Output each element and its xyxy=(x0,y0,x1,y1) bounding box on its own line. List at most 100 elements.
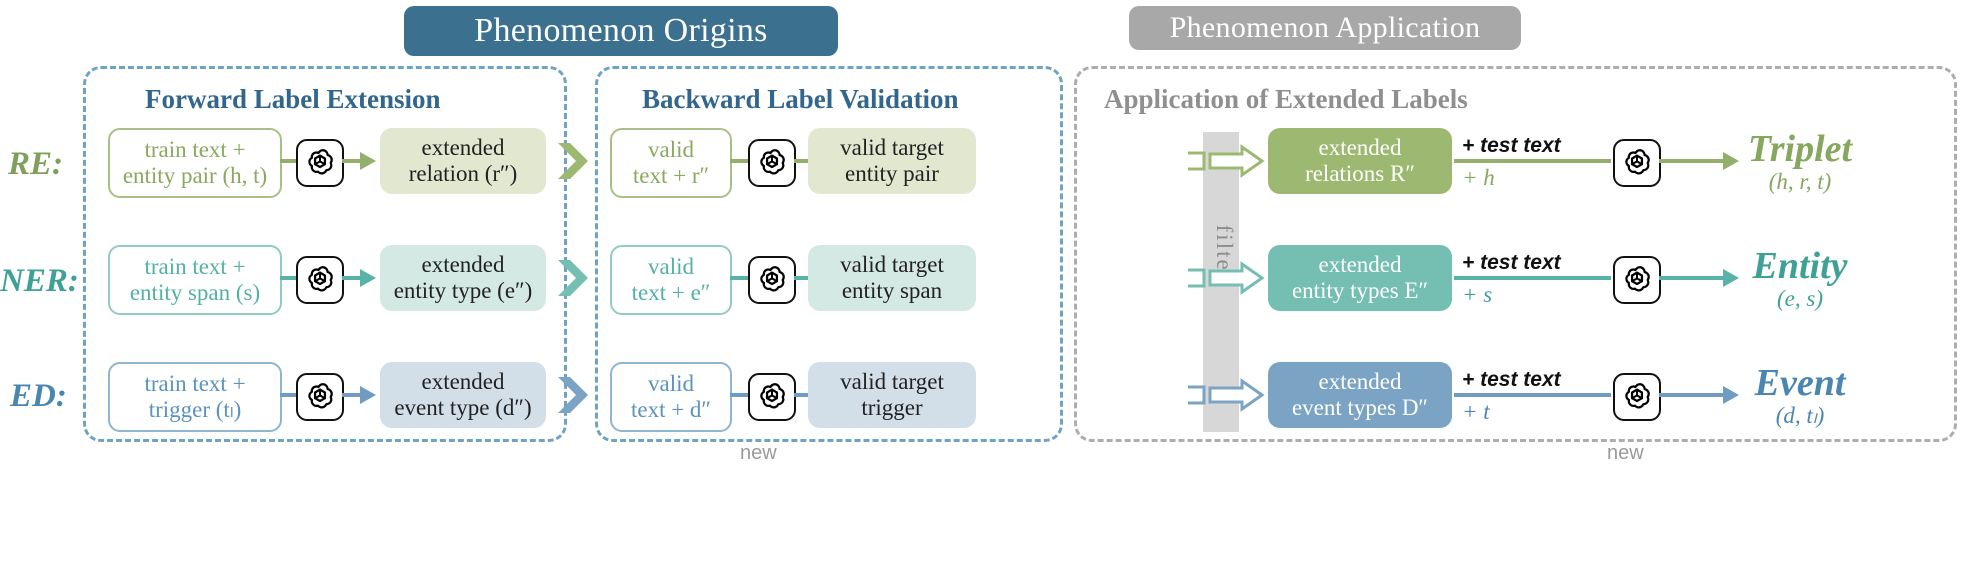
ner-llm-icon-2 xyxy=(748,256,796,304)
ner-connector-1b xyxy=(342,276,362,280)
banner-phenomenon-origins: Phenomenon Origins xyxy=(404,6,838,56)
re-input-box-line2: entity pair (h, t) xyxy=(122,163,268,188)
panel-backward-label-validation xyxy=(595,66,1063,442)
re-arrowhead-1 xyxy=(360,152,376,170)
ed-llm-icon-2 xyxy=(748,373,796,421)
task-label-ner: NER: xyxy=(0,263,79,299)
panel-title-forward: Forward Label Extension xyxy=(145,84,441,114)
ner-valid-box-line1: valid xyxy=(648,254,694,280)
re-valid-box-line2: text + r″ xyxy=(632,163,710,188)
ner-outcome: Entity(e, s) xyxy=(1700,244,1900,312)
re-connector-1b xyxy=(342,159,362,163)
ed-connector-3b xyxy=(1659,393,1725,397)
ner-connector-2b xyxy=(794,276,812,280)
ed-connector-1a xyxy=(280,393,300,397)
re-connector-3a xyxy=(1454,159,1611,163)
ed-valid-box-line1: valid xyxy=(648,371,694,397)
re-extended-box-line1: extended xyxy=(421,135,505,161)
ner-final-box-line1: extended xyxy=(1318,252,1402,278)
re-plus-symbol: + h xyxy=(1462,165,1495,190)
ed-connector-2a xyxy=(730,393,748,397)
re-outcome: Triplet(h, r, t) xyxy=(1700,127,1900,195)
ner-plus-test-text: + test text xyxy=(1462,251,1561,274)
panel-title-backward: Backward Label Validation xyxy=(642,84,959,114)
ed-input-box-line1: train text + xyxy=(144,371,246,397)
ner-target-box-line2: entity span xyxy=(841,278,943,303)
re-connector-2b xyxy=(794,159,812,163)
re-arrowhead-3 xyxy=(1723,152,1739,170)
new-label-backward: new xyxy=(740,442,777,464)
ner-plus-symbol: + s xyxy=(1462,282,1493,307)
ed-phase-chevron xyxy=(556,375,592,415)
ed-llm-icon-3 xyxy=(1613,373,1661,421)
ner-llm-icon-1 xyxy=(296,256,344,304)
ner-extended-box-line1: extended xyxy=(421,252,505,278)
re-input-box-line1: train text + xyxy=(144,137,246,163)
ed-outcome-sub: (d, tₗ) xyxy=(1775,403,1825,428)
ner-arrowhead-1 xyxy=(360,269,376,287)
re-connector-2a xyxy=(730,159,748,163)
ed-final-box-line2: event types D″ xyxy=(1291,395,1429,420)
ed-connector-2b xyxy=(794,393,812,397)
ner-outcome-name: Entity xyxy=(1752,245,1848,287)
re-outcome-sub: (h, r, t) xyxy=(1768,169,1832,194)
ed-connector-3a xyxy=(1454,393,1611,397)
ner-input-box: train text +entity span (s) xyxy=(108,245,282,315)
ner-llm-icon-3 xyxy=(1613,256,1661,304)
ed-target-box-line1: valid target xyxy=(840,369,944,395)
ner-valid-box-line2: text + e″ xyxy=(631,280,711,305)
re-phase-chevron xyxy=(556,141,592,181)
new-label-application: new xyxy=(1607,442,1644,464)
re-filter-arrow xyxy=(1186,141,1272,181)
banner-origins-label: Phenomenon Origins xyxy=(474,12,768,49)
banner-application-label: Phenomenon Application xyxy=(1169,11,1481,44)
ner-connector-3a xyxy=(1454,276,1611,280)
ner-target-box-line1: valid target xyxy=(840,252,944,278)
re-target-box-line2: entity pair xyxy=(845,161,939,186)
ed-input-box-line2: trigger (tₗ) xyxy=(148,397,242,422)
re-llm-icon-2 xyxy=(748,139,796,187)
ner-filter-arrow xyxy=(1186,258,1272,298)
ed-outcome: Event(d, tₗ) xyxy=(1700,361,1900,429)
ed-filter-arrow xyxy=(1186,375,1272,415)
re-valid-box-line1: valid xyxy=(648,137,694,163)
panel-forward-label-extension xyxy=(83,66,567,442)
re-input-box: train text +entity pair (h, t) xyxy=(108,128,282,198)
task-label-re: RE: xyxy=(8,146,64,182)
ed-arrowhead-3 xyxy=(1723,386,1739,404)
re-extended-box-line2: relation (r″) xyxy=(408,161,518,186)
re-outcome-name: Triplet xyxy=(1747,128,1853,170)
ed-extended-box-line1: extended xyxy=(421,369,505,395)
ner-extended-box-line2: entity type (e″) xyxy=(393,278,533,303)
ed-arrowhead-1 xyxy=(360,386,376,404)
ed-extended-box-line2: event type (d″) xyxy=(394,395,532,420)
ed-outcome-name: Event xyxy=(1754,362,1846,404)
panel-application-of-extended-labels xyxy=(1074,66,1957,442)
ed-valid-box-line2: text + d″ xyxy=(630,397,712,422)
ed-plus-test-text: + test text xyxy=(1462,368,1561,391)
ed-plus-symbol: + t xyxy=(1462,399,1490,424)
ed-llm-icon-1 xyxy=(296,373,344,421)
re-llm-icon-1 xyxy=(296,139,344,187)
ner-input-box-line1: train text + xyxy=(144,254,246,280)
panel-title-application: Application of Extended Labels xyxy=(1104,84,1468,114)
ner-connector-3b xyxy=(1659,276,1725,280)
ed-input-box: train text +trigger (tₗ) xyxy=(108,362,282,432)
re-llm-icon-3 xyxy=(1613,139,1661,187)
re-connector-1a xyxy=(280,159,300,163)
ner-input-box-line2: entity span (s) xyxy=(129,280,261,305)
ner-connector-1a xyxy=(280,276,300,280)
re-final-box-line1: extended xyxy=(1318,135,1402,161)
ner-arrowhead-3 xyxy=(1723,269,1739,287)
